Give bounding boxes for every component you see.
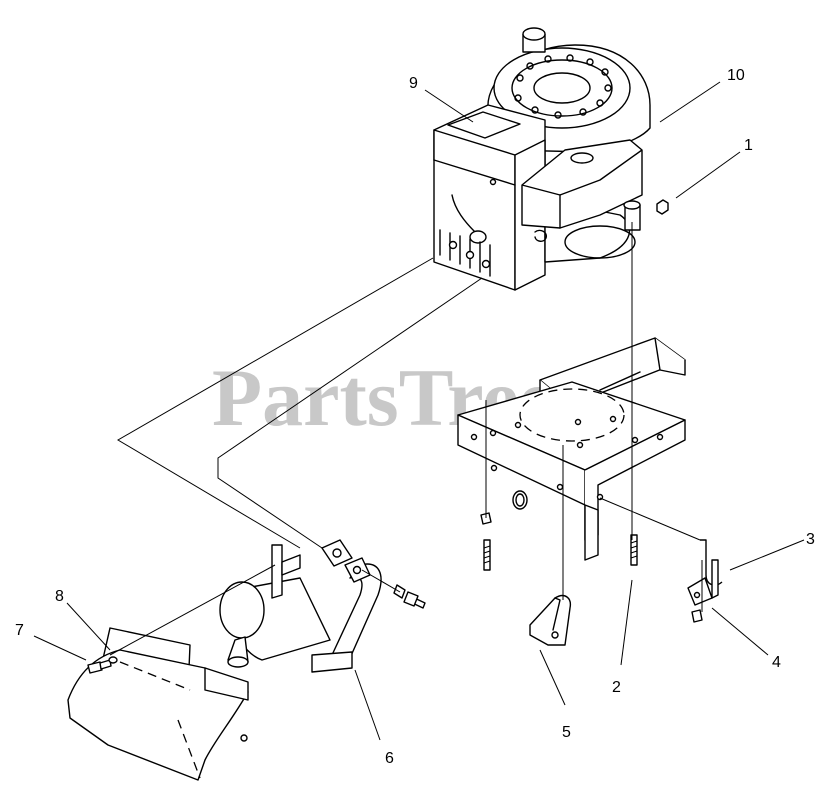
- engine[interactable]: [433, 27, 651, 291]
- mount-bolt-left[interactable]: [480, 512, 492, 571]
- callout-4: 4: [772, 654, 781, 671]
- bracket-5[interactable]: [529, 594, 572, 646]
- callout-1: 1: [744, 137, 753, 154]
- callout-3: 3: [806, 531, 815, 548]
- callout-9: 9: [409, 75, 418, 92]
- callout-5: 5: [562, 724, 571, 741]
- callout-2: 2: [612, 679, 621, 696]
- leader-lines: [33, 81, 805, 741]
- nut-4[interactable]: [691, 609, 703, 623]
- mount-bolt-2[interactable]: [630, 534, 638, 566]
- explode-lines: [109, 222, 703, 656]
- muffler-assembly[interactable]: [67, 539, 426, 781]
- cable-bracket-3[interactable]: [687, 539, 723, 606]
- callout-10: 10: [727, 67, 745, 84]
- nut-1[interactable]: [656, 199, 669, 215]
- plate-holes: [470, 415, 664, 501]
- callout-6: 6: [385, 750, 394, 767]
- engine-mount-plate[interactable]: [457, 337, 686, 561]
- callout-8: 8: [55, 588, 64, 605]
- shroud-holes: [514, 54, 612, 119]
- callout-7: 7: [15, 622, 24, 639]
